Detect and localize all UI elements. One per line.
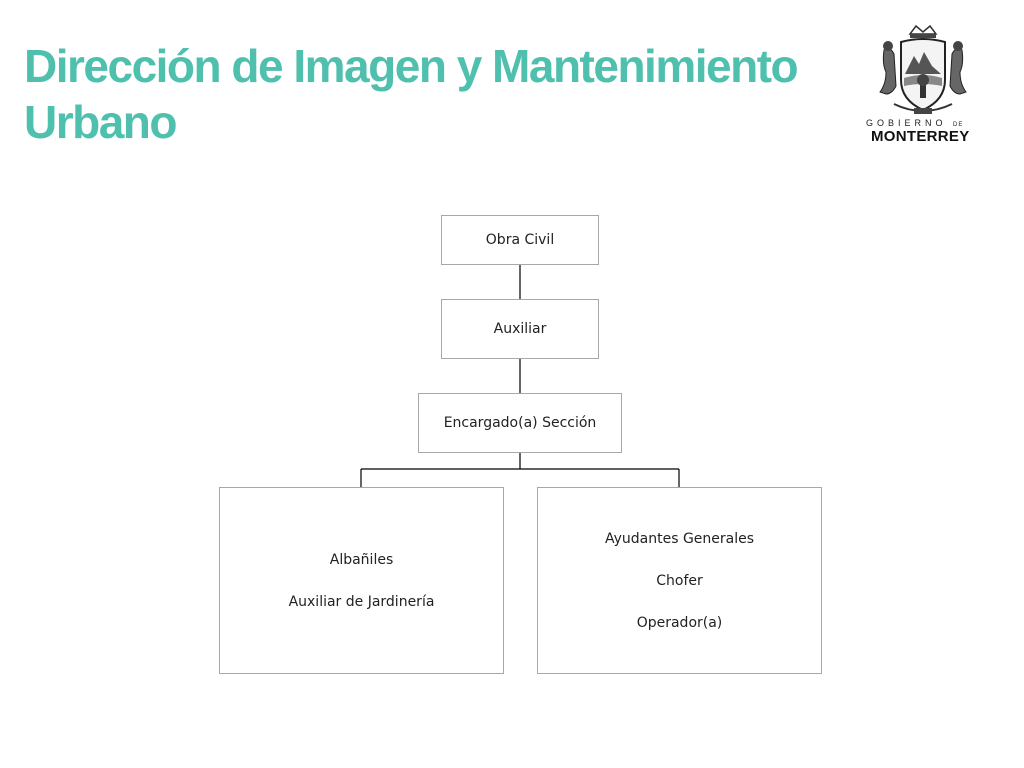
org-node-label: Obra Civil (485, 232, 555, 248)
gobierno-monterrey-logo: GOBIERNO DE MONTERREY (866, 24, 980, 148)
org-node-line: Ayudantes Generales (604, 530, 755, 547)
page-title: Dirección de Imagen y Mantenimiento Urba… (24, 38, 864, 150)
org-node-line: Auxiliar de Jardinería (288, 593, 435, 610)
page-title-line-1: Dirección de Imagen y Mantenimiento (24, 40, 799, 92)
org-node-albaniles-group: Albañiles Auxiliar de Jardinería (219, 487, 504, 674)
org-node-ayudantes-group: Ayudantes Generales Chofer Operador(a) (537, 487, 822, 674)
org-node-line: Chofer (656, 572, 703, 589)
org-node-encargado-seccion: Encargado(a) Sección (418, 393, 622, 453)
org-node-label: Auxiliar (493, 321, 547, 337)
org-node-auxiliar: Auxiliar (441, 299, 599, 359)
org-node-line: Operador(a) (636, 614, 723, 631)
org-node-obra-civil: Obra Civil (441, 215, 599, 265)
logo-text-gobierno: GOBIERNO DE (866, 118, 964, 128)
page-title-line-2: Urbano (24, 96, 178, 148)
org-node-line: Albañiles (329, 551, 394, 568)
monterrey-coat-of-arms-icon (879, 24, 967, 114)
logo-text-monterrey: MONTERREY (871, 128, 970, 145)
org-node-label: Encargado(a) Sección (443, 415, 597, 431)
